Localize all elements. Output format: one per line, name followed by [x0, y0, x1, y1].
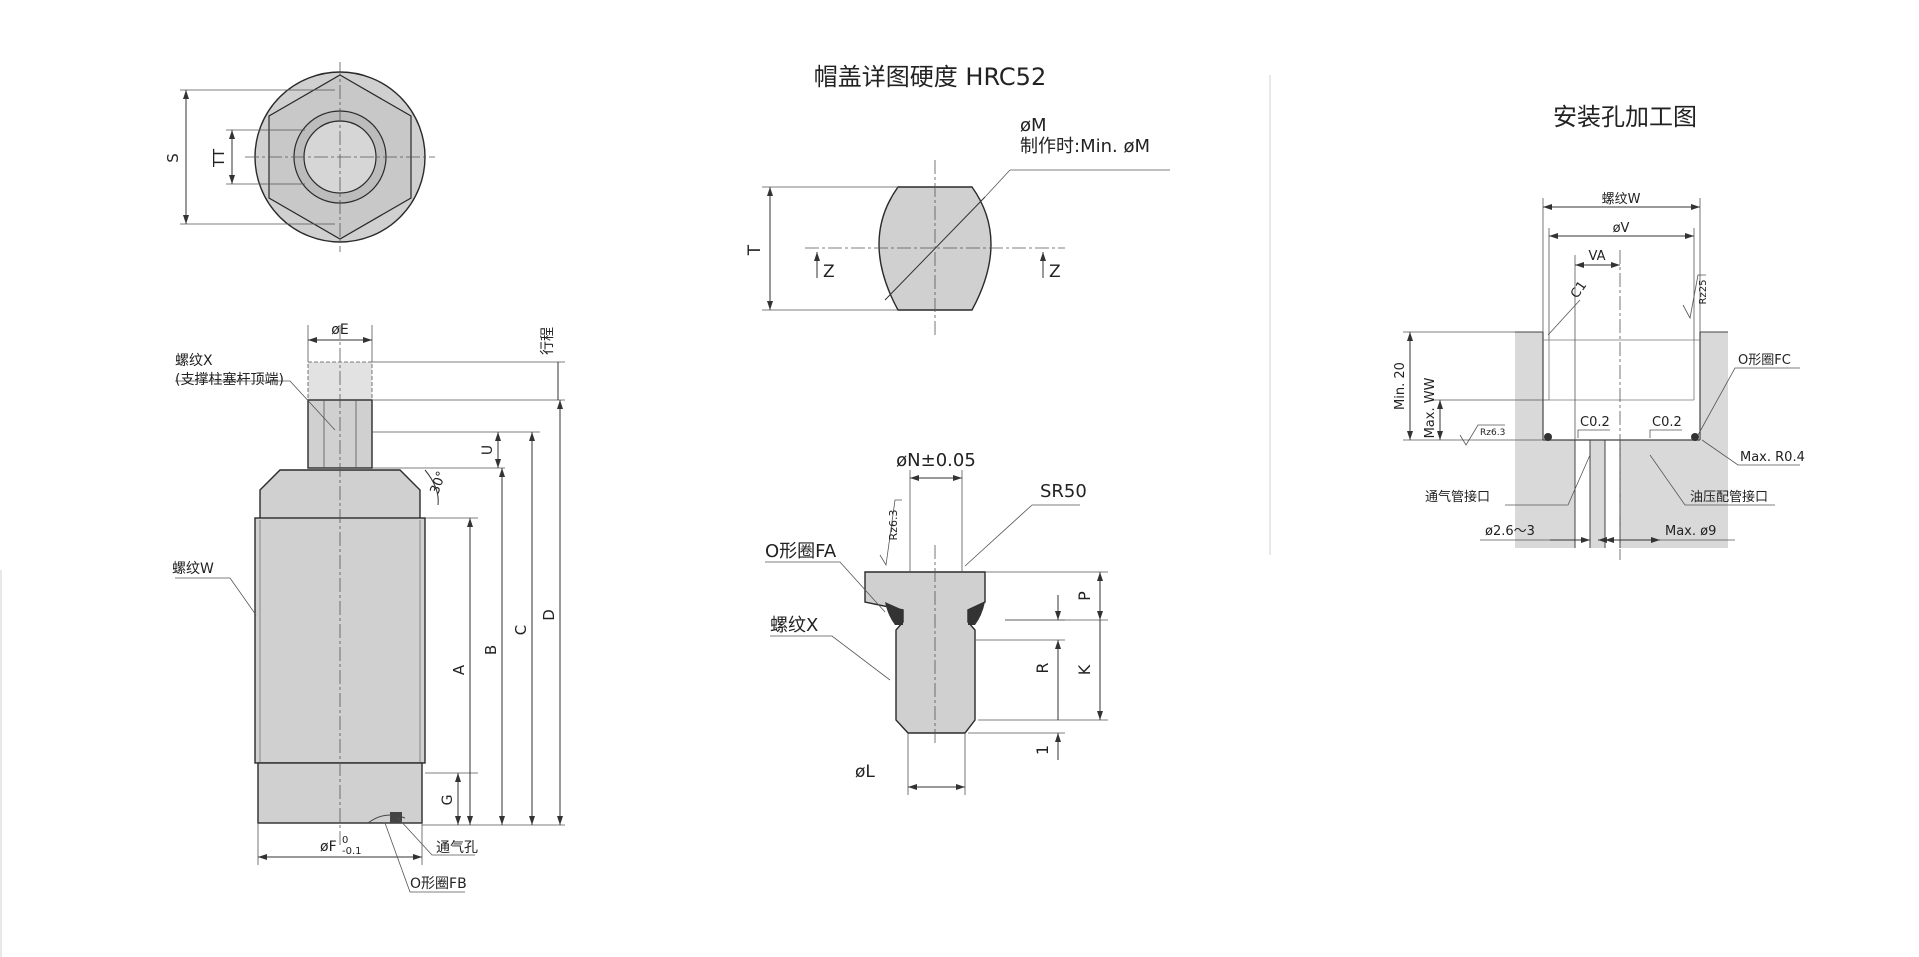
dim-P: P: [1075, 591, 1094, 601]
dim-T: T: [745, 244, 765, 256]
mount-hole-view: [1403, 198, 1800, 560]
cap-side-view: [765, 470, 1108, 795]
mh-rz63: Rz6.3: [1480, 428, 1505, 438]
mh-c02-right: C0.2: [1652, 415, 1682, 430]
mh-oil-port: 油压配管接口: [1690, 489, 1768, 505]
dim-A: A: [450, 664, 468, 675]
mh-dim-maxphi9: Max. ø9: [1665, 524, 1716, 539]
rz63-cap-symbol: Rz6.3: [887, 510, 900, 541]
label-oring-fb: O形圈FB: [410, 876, 467, 892]
dim-stroke: 行程: [540, 327, 556, 355]
dim-phiM-note: 制作时:Min. øM: [1020, 136, 1150, 157]
dim-one: 1: [1033, 745, 1052, 755]
mh-dim-VA: VA: [1589, 249, 1606, 264]
dim-C: C: [512, 625, 530, 635]
side-view: [175, 325, 565, 893]
label-oring-fa: O形圈FA: [765, 541, 837, 562]
dim-phiL: øL: [855, 762, 875, 782]
dim-B: B: [482, 645, 500, 655]
dim-phiF-tol-upper: 0: [342, 835, 348, 846]
dim-SR50: SR50: [1040, 481, 1087, 502]
dim-G: G: [440, 795, 456, 806]
section-Z-left: Z: [823, 262, 835, 282]
mh-oring-fc: O形圈FC: [1738, 353, 1791, 368]
top-view: [180, 62, 435, 252]
cap-detail-title: 帽盖详图硬度 HRC52: [814, 63, 1046, 91]
mh-dim-C1: C1: [1568, 279, 1590, 302]
dim-R: R: [1033, 662, 1052, 673]
dim-phiM: øM: [1020, 115, 1047, 136]
mh-dim-phiV: øV: [1613, 221, 1630, 236]
dim-angle30: 30°: [428, 469, 450, 496]
dim-TT: TT: [210, 148, 228, 168]
mh-dim-maxWW: Max. WW: [1423, 377, 1438, 438]
label-thread-w: 螺纹W: [172, 561, 214, 577]
label-thread-x-cap: 螺纹X: [770, 615, 818, 636]
mh-dim-min20: Min. 20: [1393, 362, 1408, 410]
label-thread-x-note: (支撑柱塞杆顶端): [175, 371, 284, 388]
dim-S: S: [164, 153, 182, 163]
dim-K: K: [1075, 664, 1094, 675]
section-Z-right: Z: [1049, 262, 1061, 282]
dim-phiF: øF: [320, 839, 337, 855]
dim-phiF-tol-lower: -0.1: [342, 846, 362, 857]
mh-max-r04: Max. R0.4: [1740, 450, 1805, 465]
dim-D: D: [540, 609, 558, 621]
dim-U: U: [480, 445, 496, 455]
dim-phiN: øN±0.05: [896, 450, 976, 471]
dim-phiE: øE: [331, 322, 348, 338]
mh-dim-thread-w: 螺纹W: [1602, 192, 1641, 207]
mh-c02-left: C0.2: [1580, 415, 1610, 430]
mh-vent-port: 通气管接口: [1425, 489, 1490, 505]
cap-section: [762, 160, 1170, 335]
mh-dim-phi26: ø2.6～3: [1485, 524, 1535, 539]
mh-rz25: Rz25: [1698, 280, 1709, 305]
label-thread-x: 螺纹X: [175, 353, 213, 369]
label-vent-hole: 通气孔: [436, 840, 478, 856]
mount-hole-title: 安装孔加工图: [1553, 103, 1697, 131]
